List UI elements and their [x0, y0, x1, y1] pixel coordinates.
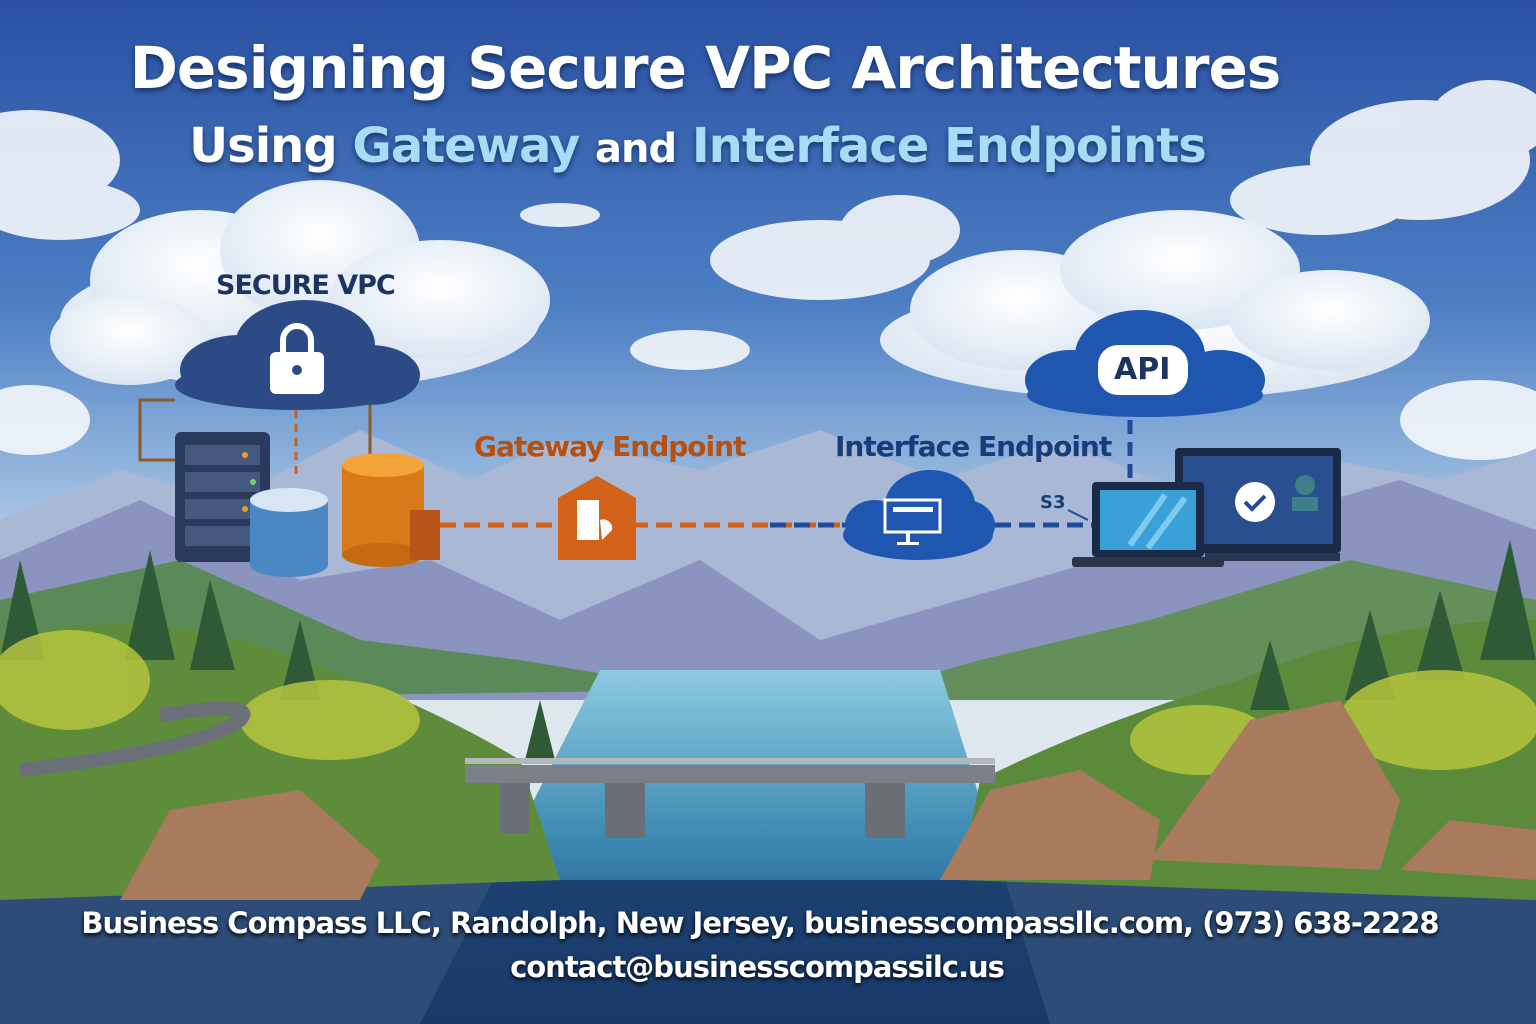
page-title: Designing Secure VPC Architectures: [129, 34, 1282, 102]
sky-clouds: [0, 80, 1536, 460]
page-subtitle: Using Gateway and Interface Endpoints: [0, 118, 1395, 174]
footer-company-info: Business Compass LLC, Randolph, New Jers…: [81, 906, 1439, 940]
subtitle-and: and: [594, 126, 677, 172]
rocks: [120, 700, 1536, 900]
subtitle-prefix: Using: [189, 118, 338, 174]
bridge: [465, 758, 995, 838]
laptop-icon: [1072, 482, 1224, 567]
yellow-foliage: [0, 630, 1536, 775]
server-rack-icon: [175, 432, 270, 562]
database-icon-blue: [250, 488, 328, 577]
gateway-endpoint-label: Gateway Endpoint: [474, 430, 746, 463]
monitor-icon: [1175, 448, 1341, 561]
trees: [0, 540, 1536, 760]
secure-vpc-label: SECURE VPC: [216, 270, 396, 301]
vpc-connectors: [138, 398, 372, 480]
api-label: API: [1114, 352, 1171, 387]
subtitle-interface: Interface Endpoints: [691, 118, 1207, 174]
interface-endpoint-icon: [843, 470, 995, 560]
s3-label: S3: [1040, 492, 1066, 513]
gateway-endpoint-icon: [558, 476, 636, 560]
lock-icon: [270, 323, 324, 394]
database-icon-orange: [342, 453, 440, 567]
road: [19, 701, 251, 777]
subtitle-gateway: Gateway: [352, 118, 580, 174]
interface-endpoint-label: Interface Endpoint: [835, 430, 1112, 463]
footer-email: contact@businesscompassilc.us: [510, 950, 1005, 984]
